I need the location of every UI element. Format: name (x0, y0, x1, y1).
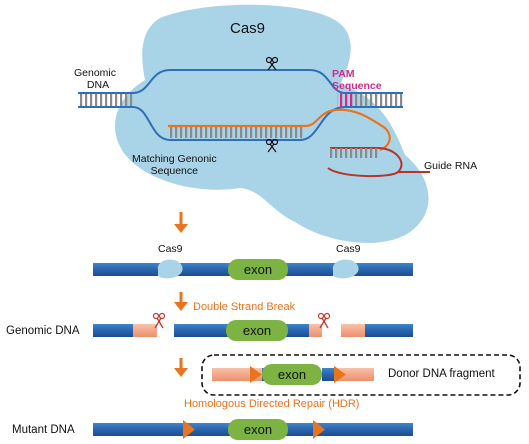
genomic-dna-label-line2: DNA (86, 79, 110, 92)
matching-label-line1: Matching Genonic (132, 153, 217, 165)
step1-dna-bar (93, 259, 413, 280)
double-strand-break-label: Double Strand Break (193, 301, 296, 313)
exon-label: exon (277, 367, 307, 382)
pam-label-line2: Sequence (332, 80, 382, 93)
scissors-icon (152, 312, 166, 329)
genomic-dna-label: Genomic DNA (74, 67, 116, 91)
scissors-icon (317, 312, 331, 329)
guide-rna (168, 108, 430, 178)
mutant-dna-bar (93, 419, 413, 440)
arrow-down-icon (174, 292, 188, 311)
exon-block (228, 419, 288, 440)
pam-label-line1: PAM (332, 68, 355, 80)
cas9-blob (114, 4, 429, 243)
cas9-bump-right (332, 259, 359, 279)
exon-block (228, 259, 288, 280)
exon-label: exon (243, 422, 273, 437)
scissors-icon (265, 138, 279, 153)
guide-rna-label: Guide RNA (424, 160, 478, 172)
cas9-label: Cas9 (230, 20, 266, 37)
step2-dna-fragments (93, 320, 413, 341)
genomic-dna-label-line1: Genomic (74, 67, 117, 79)
arrow-down-icon (174, 358, 188, 377)
cas9-left-label: Cas9 (158, 243, 183, 255)
cas9-right-label: Cas9 (336, 243, 361, 255)
mutant-dna-row-label: Mutant DNA (12, 424, 75, 436)
exon-label: exon (242, 323, 272, 338)
pam-sequence-label: PAM Sequence (332, 68, 382, 92)
matching-sequence-label: Matching Genonic Sequence (132, 153, 217, 177)
genomic-dna-row-label: Genomic DNA (6, 325, 80, 337)
cas9-complex (78, 4, 430, 243)
exon-label: exon (243, 262, 273, 277)
cas9-bump-left (157, 259, 183, 279)
exon-block (226, 320, 288, 341)
arrow-down-icon (174, 212, 188, 233)
matching-label-line2: Sequence (150, 165, 198, 178)
hdr-label: Homologous Directed Repair (HDR) (184, 398, 360, 410)
exon-block (262, 364, 322, 385)
donor-fragment-box (201, 354, 521, 396)
genomic-dna-strands (78, 69, 403, 141)
donor-dna-fragment-label: Donor DNA fragment (388, 368, 495, 380)
scissors-icon (265, 56, 279, 71)
